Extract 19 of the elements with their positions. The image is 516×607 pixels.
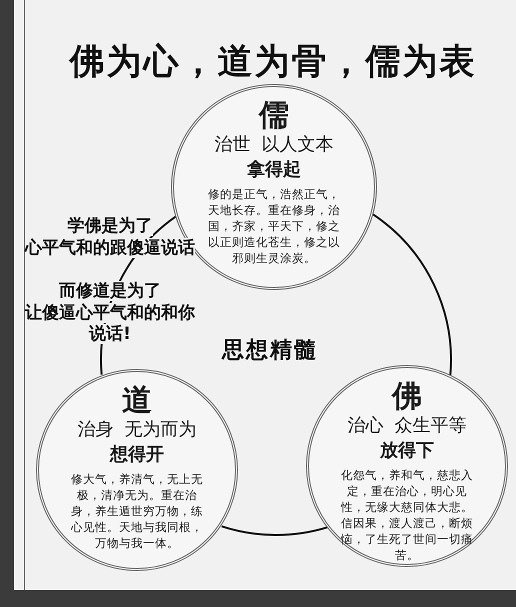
note-text: 心平气和的跟傻逼说话 [25, 238, 195, 258]
note-text: 学佛是为了 [68, 216, 152, 236]
arc-connector [221, 525, 329, 536]
arc-connector [372, 213, 452, 377]
heading: 儒 [259, 99, 289, 133]
center-label: 思想精髓 [222, 338, 318, 363]
heading: 道 [122, 384, 152, 418]
subtitle: 治身 无为而为 [77, 418, 197, 442]
body-text: 修大气，养清气，无上无极，清净无为。重在治身，养生遁世穷万物，练心见性。天地与我同根，万物与我一体。 [70, 471, 204, 551]
motto: 放得下 [380, 439, 434, 463]
title: 佛为心，道为骨，儒为表 [68, 41, 478, 84]
body-text: 化怨气，养和气，慈悲入定，重在治心，明心见性，无缘大慈同体大悲。信因果，渡人渡己，断烦恼，了生死了世间一切痛苦。 [340, 467, 474, 563]
note-text: 而修道是为了 [59, 281, 161, 301]
motto: 拿得起 [247, 158, 301, 182]
body-text: 修的是正气，浩然正气，天地长存。重在修身，治国，齐家，平天下，修之以正则造化苍生，修之以邪则生灵涂炭。 [207, 186, 341, 266]
motto: 想得开 [110, 443, 164, 467]
subtitle: 治世 以人文本 [214, 133, 334, 157]
subtitle: 治心 众生平等 [347, 414, 467, 438]
heading: 佛 [392, 380, 422, 414]
